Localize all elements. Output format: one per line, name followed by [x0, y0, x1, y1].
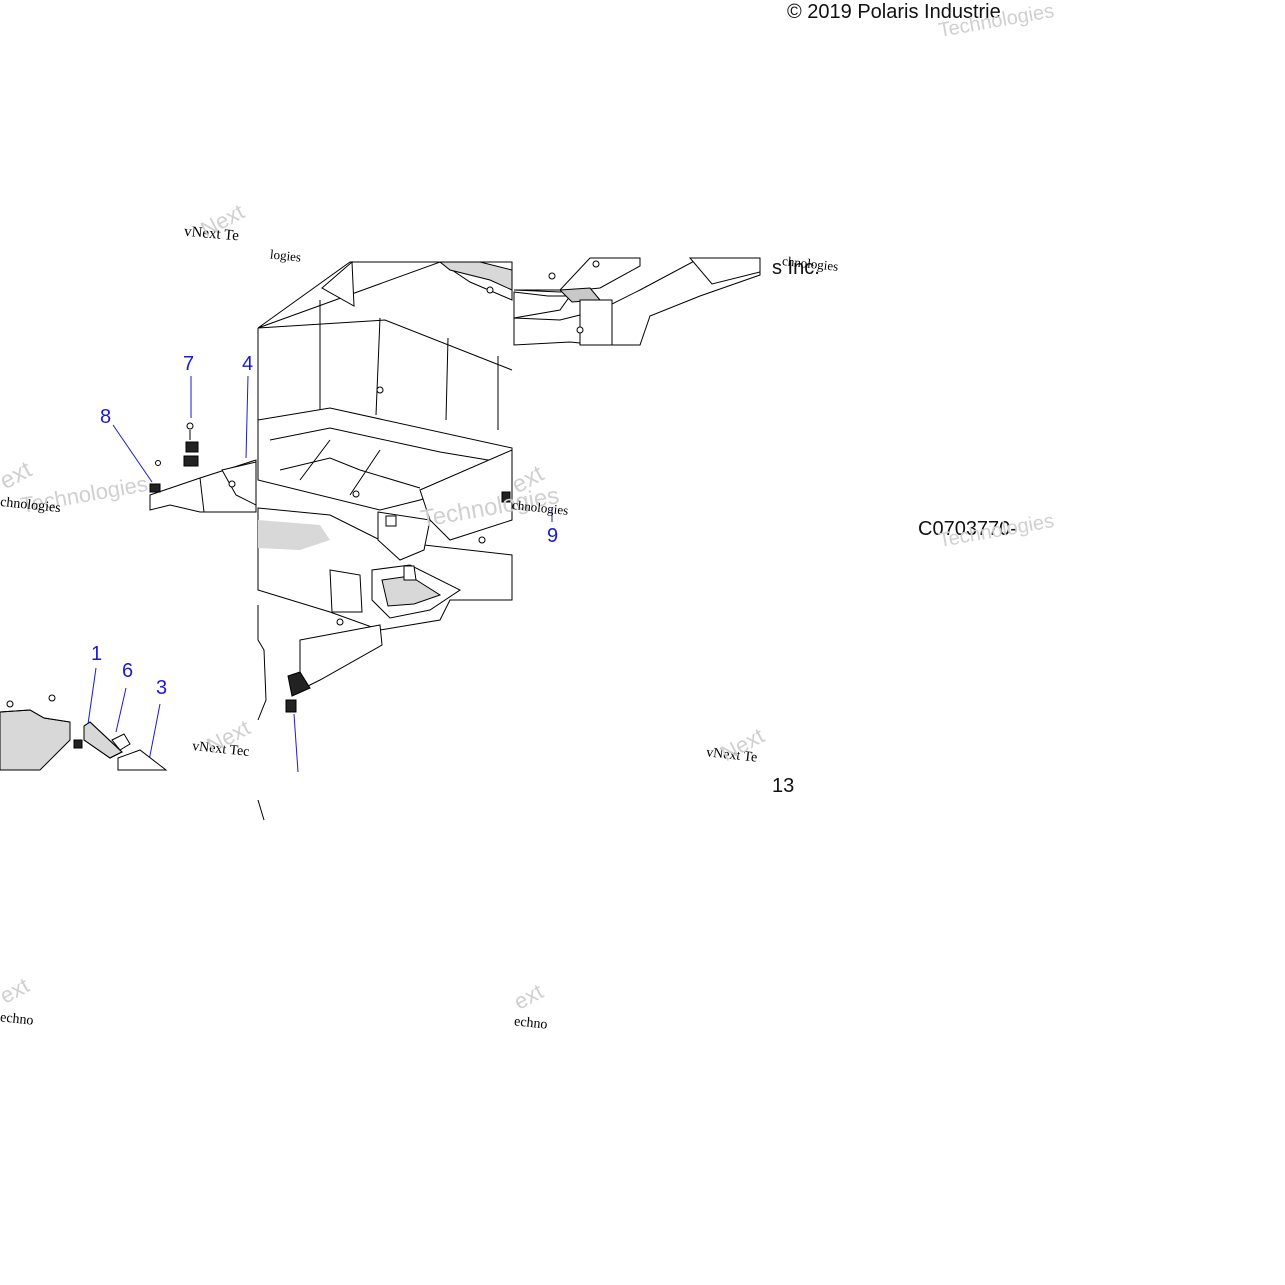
callout-4[interactable]: 4: [242, 353, 254, 375]
watermark-text: echno: [513, 1014, 549, 1033]
watermark-text: echno: [0, 1010, 35, 1029]
callout-1[interactable]: 1: [91, 643, 103, 665]
frame-panel-upper: [257, 260, 513, 821]
floor-rail-fragment: [513, 257, 761, 346]
watermark-text: logies: [269, 246, 302, 265]
bracket-assembly-left: [112, 375, 257, 513]
callout-6[interactable]: 6: [122, 660, 134, 682]
figure-code: C0703770-: [918, 518, 1017, 540]
callout-9[interactable]: 9: [547, 525, 559, 547]
callout-3[interactable]: 3: [156, 677, 168, 699]
copyright-text: © 2019 Polaris Industrie: [787, 1, 1001, 23]
company-fragment: s Inc.: [772, 257, 820, 279]
callout-8[interactable]: 8: [100, 406, 112, 428]
bracket-assembly-lower: [0, 667, 168, 771]
page-number: 13: [772, 775, 795, 797]
callout-7[interactable]: 7: [183, 353, 195, 375]
